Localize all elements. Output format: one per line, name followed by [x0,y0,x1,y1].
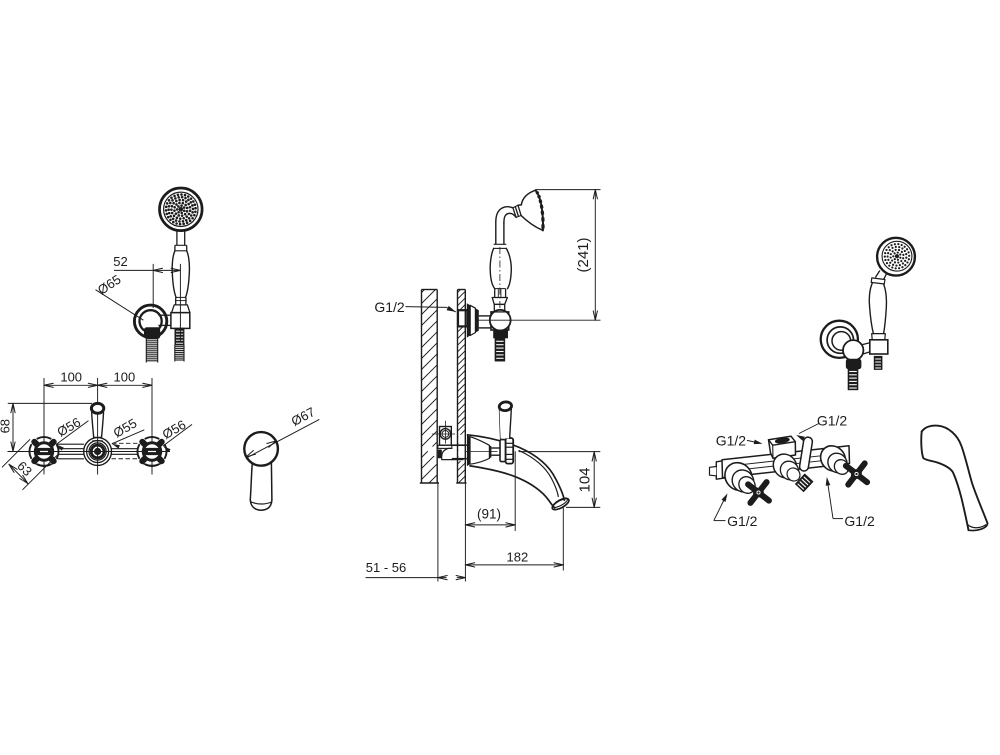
svg-text:100: 100 [60,370,82,385]
svg-text:52: 52 [113,254,127,269]
svg-text:51 - 56: 51 - 56 [366,560,406,575]
svg-text:G1/2: G1/2 [727,513,758,529]
svg-text:104: 104 [577,467,594,492]
svg-text:(91): (91) [477,507,501,522]
svg-text:(241): (241) [575,237,592,272]
svg-text:G1/2: G1/2 [817,412,848,428]
svg-text:G1/2: G1/2 [844,513,875,529]
svg-text:68: 68 [0,419,12,433]
svg-text:G1/2: G1/2 [374,299,405,315]
svg-text:G1/2: G1/2 [716,432,747,448]
svg-text:182: 182 [507,549,529,564]
svg-text:100: 100 [114,370,136,385]
